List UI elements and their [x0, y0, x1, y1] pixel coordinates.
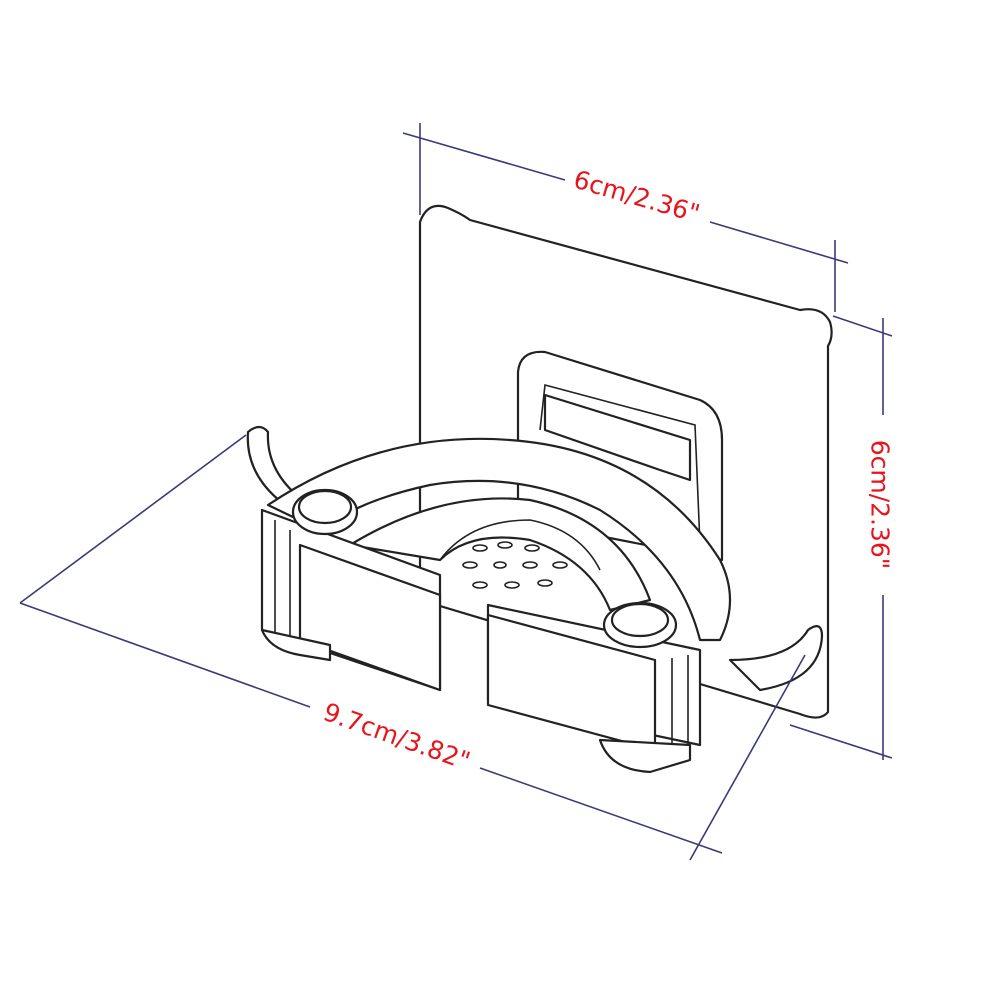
- left-clamp: [260, 488, 442, 692]
- dimension-lines: [19, 123, 893, 861]
- drain-holes: [462, 541, 568, 589]
- left-hook: [246, 425, 302, 507]
- arc-holder: [266, 437, 732, 642]
- right-height-label: 6cm/2.36": [865, 439, 895, 570]
- right-clamp: [486, 601, 702, 774]
- right-hook: [728, 625, 824, 692]
